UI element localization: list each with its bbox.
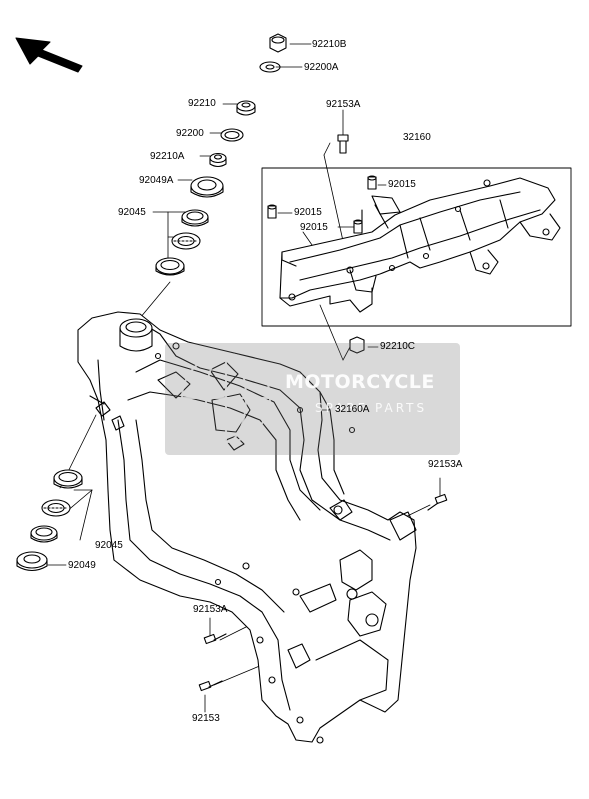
washer-92200a — [259, 61, 281, 73]
bearing-92045-bottom — [41, 499, 71, 517]
direction-arrow-icon — [15, 37, 83, 73]
part-label-92153a-top: 92153A — [326, 99, 361, 110]
part-label-92045-bottom: 92045 — [95, 540, 123, 551]
globe-logo-icon — [181, 353, 271, 443]
part-label-92210b: 92210B — [312, 39, 347, 50]
race-92045-upper — [181, 209, 209, 227]
part-label-92049: 92049 — [68, 560, 96, 571]
seal-92049a — [190, 176, 224, 198]
part-label-92049a: 92049A — [139, 175, 174, 186]
bolt-92153a-left — [203, 633, 227, 645]
nut-92210a — [209, 152, 227, 168]
race-92045-lower — [155, 257, 185, 276]
bolt-92153a-top — [337, 134, 349, 154]
part-label-92153a-left: 92153A — [193, 604, 228, 615]
part-label-92210: 92210 — [188, 98, 216, 109]
watermark-panel: MOTORCYCLE SPARE PARTS — [165, 343, 460, 455]
race-92045-bottom-b — [30, 525, 58, 543]
watermark-subtitle: SPARE PARTS — [315, 401, 428, 415]
part-label-92210c: 92210C — [380, 341, 416, 352]
washer-92200 — [220, 128, 244, 142]
part-label-92153: 92153 — [192, 713, 220, 724]
part-label-92015-a: 92015 — [388, 179, 416, 190]
nut-92210 — [236, 100, 256, 116]
part-label-92045-top: 92045 — [118, 207, 146, 218]
part-label-92200a: 92200A — [304, 62, 339, 73]
part-label-92015-b: 92015 — [294, 207, 322, 218]
leader-lines — [47, 43, 441, 713]
watermark-title: MOTORCYCLE — [285, 371, 435, 393]
collar-92015-a — [367, 175, 377, 190]
part-label-32160: 32160 — [403, 132, 431, 143]
bolt-92153a-right — [427, 493, 448, 511]
part-label-92015-c: 92015 — [300, 222, 328, 233]
race-92045-bottom-a — [53, 469, 83, 489]
nut-92210c — [349, 336, 365, 354]
part-label-32160a: 32160A — [335, 404, 370, 415]
bearing-92045-upper — [171, 232, 201, 250]
part-label-92153a-right: 92153A — [428, 459, 463, 470]
part-label-92210a: 92210A — [150, 151, 185, 162]
collar-92015-b — [267, 204, 277, 219]
bolt-92153 — [198, 680, 223, 692]
main-frame-32160a — [77, 311, 417, 744]
part-label-92200: 92200 — [176, 128, 204, 139]
subframe-32160 — [261, 167, 572, 327]
nut-92210b — [269, 33, 287, 53]
seal-92049 — [16, 551, 48, 572]
collar-92015-c — [353, 219, 363, 234]
